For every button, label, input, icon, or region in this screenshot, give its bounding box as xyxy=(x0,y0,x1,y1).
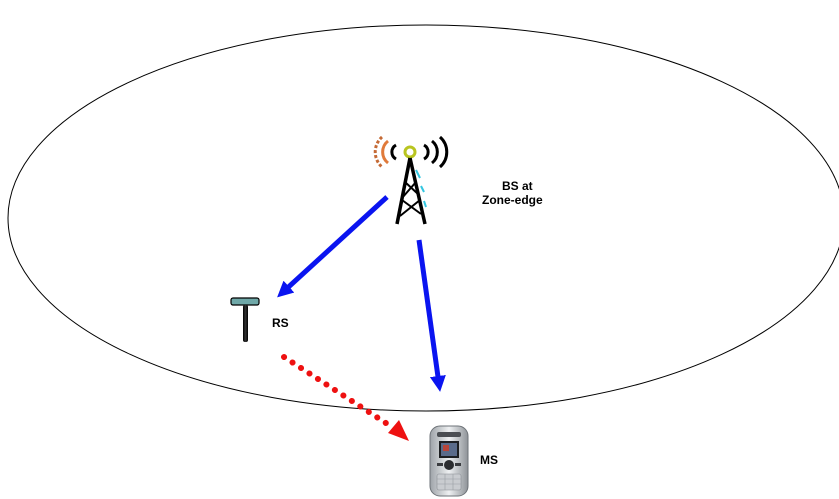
bs-to-rs-link-arrow xyxy=(277,195,389,298)
bs-label: BS at Zone-edge xyxy=(482,179,543,207)
rs-to-ms-relay-link xyxy=(281,354,409,441)
bs-to-ms-link-arrow xyxy=(416,239,446,392)
rs-label: RS xyxy=(272,316,289,330)
ms-label: MS xyxy=(480,453,498,467)
antenna-pole-icon xyxy=(230,297,260,342)
bs-label-line1: BS at xyxy=(501,179,533,193)
coverage-zone-ellipse xyxy=(7,24,839,412)
bs-label-line2: Zone-edge xyxy=(482,193,543,207)
mobile-phone-icon xyxy=(429,425,469,497)
radio-tower-icon xyxy=(373,135,449,225)
